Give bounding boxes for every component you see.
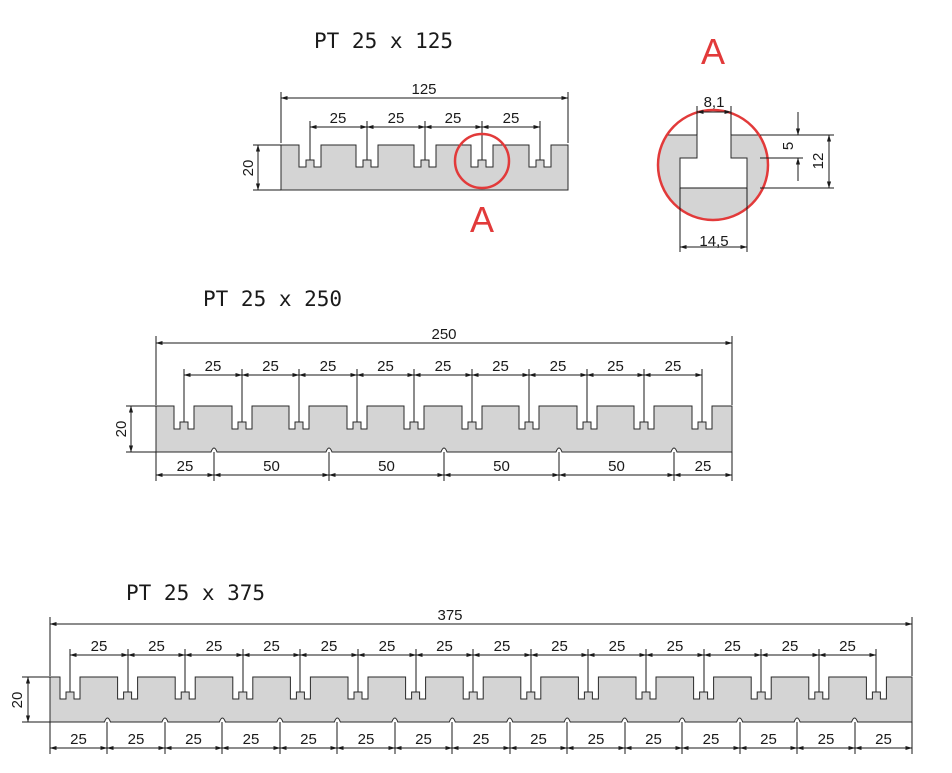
pitch-dim: 25 [665,358,682,375]
pitch-dim: 25 [330,110,347,127]
bottom-dim: 25 [185,731,202,748]
pitch-dim: 25 [609,638,626,655]
slot-width-dim: 14,5 [699,233,728,250]
profile-375 [49,676,913,723]
pitch-dims-375: 25 25 25 25 25 25 25 25 25 25 25 25 25 25 [69,638,877,700]
profile-125 [280,144,569,191]
pitch-dim: 25 [839,638,856,655]
slot-depth-dim: 12 [810,153,827,170]
overall-dim-250: 250 [431,326,456,343]
lip-depth-dim: 5 [780,142,797,150]
bottom-dim: 50 [608,458,625,475]
pitch-dim: 25 [388,110,405,127]
height-dim-250: 20 [113,421,130,438]
bottom-dim: 25 [760,731,777,748]
pitch-dim: 25 [379,638,396,655]
pitch-dim: 25 [206,638,223,655]
bottom-dim: 25 [695,458,712,475]
detail-callout-circle [453,132,511,190]
slot-opening-dim: 8,1 [704,94,725,111]
pitch-dim: 25 [494,638,511,655]
title-pt-375: PT 25 x 375 [126,581,265,605]
bottom-dim: 25 [530,731,547,748]
pitch-dim: 25 [321,638,338,655]
bottom-dim: 25 [128,731,145,748]
bottom-dim: 25 [588,731,605,748]
bottom-dims-375: 25 25 25 25 25 25 25 25 25 25 25 25 25 25 25 [49,722,913,754]
bottom-dim: 50 [378,458,395,475]
detail-a: A 8,1 14,5 5 12 [656,31,834,252]
bottom-dim: 25 [875,731,892,748]
bottom-dim: 25 [415,731,432,748]
pitch-dim: 25 [445,110,462,127]
bottom-dim: 25 [300,731,317,748]
bottom-dim: 25 [70,731,87,748]
pitch-dim: 25 [148,638,165,655]
detail-callout-label: A [470,199,494,240]
pitch-dim: 25 [205,358,222,375]
height-dim-125: 20 [240,160,257,177]
drawing-pt-250: PT 25 x 250 250 25 25 25 25 25 25 25 25 25 20 25… [113,287,733,481]
pitch-dim: 25 [607,358,624,375]
pitch-dim: 25 [550,358,567,375]
bottom-dim: 25 [177,458,194,475]
pitch-dim: 25 [91,638,108,655]
overall-dim-125: 125 [411,81,436,98]
bottom-dims-250: 25 50 50 50 50 25 [155,452,733,481]
pitch-dim: 25 [503,110,520,127]
bottom-dim: 50 [493,458,510,475]
pitch-dim: 25 [377,358,394,375]
pitch-dim: 25 [263,638,280,655]
bottom-dim: 25 [243,731,260,748]
bottom-dim: 25 [645,731,662,748]
bottom-dim: 25 [818,731,835,748]
overall-dim-375: 375 [437,607,462,624]
title-pt-250: PT 25 x 250 [203,287,342,311]
bottom-dim: 25 [473,731,490,748]
bottom-dim: 50 [263,458,280,475]
bottom-dim: 25 [358,731,375,748]
pitch-dim: 25 [667,638,684,655]
title-pt-125: PT 25 x 125 [314,29,453,53]
pitch-dim: 25 [782,638,799,655]
detail-title: A [701,31,725,72]
pitch-dim: 25 [320,358,337,375]
drawing-pt-125: PT 25 x 125 125 25 25 25 25 20 A [240,29,569,240]
pitch-dim: 25 [551,638,568,655]
pitch-dim: 25 [262,358,279,375]
pitch-dim: 25 [435,358,452,375]
pitch-dim: 25 [724,638,741,655]
height-dim-375: 20 [9,692,26,709]
pitch-dims-250: 25 25 25 25 25 25 25 25 25 [183,358,703,430]
pitch-dim: 25 [436,638,453,655]
bottom-dim: 25 [703,731,720,748]
profile-250 [155,405,733,453]
pitch-dim: 25 [492,358,509,375]
